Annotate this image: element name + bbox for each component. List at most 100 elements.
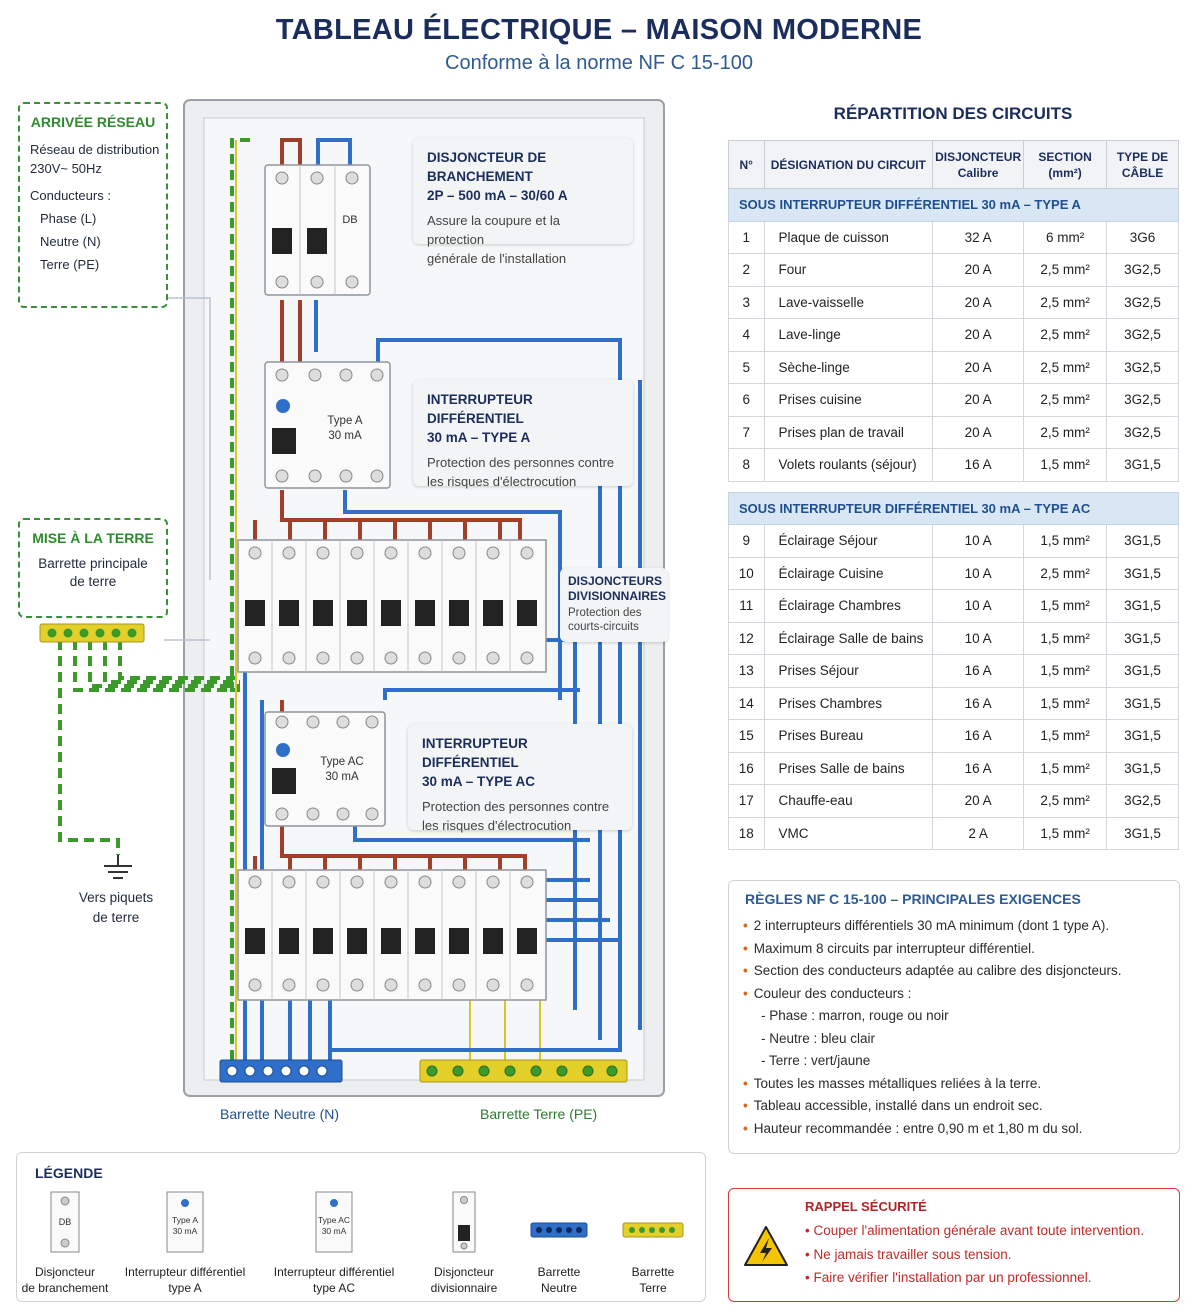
rule-item: •Toutes les masses métalliques reliées à… (743, 1073, 1179, 1096)
breakers-row-ac (237, 869, 547, 1001)
cell-calibre: 20 A (932, 350, 1025, 384)
cell-num: 1 (728, 220, 765, 254)
rule-text: Tableau accessible, installé dans un end… (753, 1098, 1043, 1113)
rule-text: Toutes les masses métalliques reliées à … (753, 1075, 1042, 1091)
cell-section: 2,5 mm² (1023, 253, 1108, 287)
callout-diff-ac-desc1: Protection des personnes contre (422, 799, 610, 814)
cell-designation: Éclairage Salle de bains (763, 621, 934, 655)
callout-divisionnaires: DISJONCTEURS DIVISIONNAIRES Protection d… (560, 568, 668, 642)
cell-calibre: 16 A (932, 654, 1025, 688)
terre-label: Terre (PE) (40, 257, 100, 272)
cell-designation: Éclairage Chambres (763, 589, 934, 623)
cell-calibre: 16 A (932, 751, 1025, 785)
cell-calibre: 20 A (932, 415, 1025, 449)
cell-calibre: 20 A (932, 285, 1025, 319)
group-label: SOUS INTERRUPTEUR DIFFÉRENTIEL 30 mA – T… (728, 491, 1179, 525)
rule-item: - Phase : marron, rouge ou noir (743, 1005, 1179, 1028)
cell-section: 1,5 mm² (1023, 621, 1108, 655)
rule-text: Maximum 8 circuits par interrupteur diff… (753, 940, 1035, 956)
cell-section: 2,5 mm² (1023, 350, 1108, 384)
cell-cable: 3G1,5 (1106, 719, 1179, 753)
main-breaker-label: DB (342, 214, 357, 226)
piquets-label: Vers piquets de terre (60, 888, 172, 928)
callout-branchement-desc2: générale de l'installation (427, 251, 567, 266)
cell-designation: Sèche-linge (763, 350, 934, 384)
cell-calibre: 32 A (932, 220, 1025, 254)
cell-section: 1,5 mm² (1023, 524, 1108, 558)
legend-title: LÉGENDE (35, 1165, 103, 1181)
rule-item: - Neutre : bleu clair (743, 1028, 1179, 1051)
cell-section: 1,5 mm² (1023, 448, 1108, 482)
cell-cable: 3G1,5 (1106, 816, 1179, 850)
bullet-icon: • (743, 1098, 748, 1113)
phase-label: Phase (L) (40, 211, 97, 226)
legend-label-5b: Neutre (540, 1281, 578, 1295)
rule-text: Couleur des conducteurs : (753, 985, 912, 1001)
cell-calibre: 20 A (932, 383, 1025, 417)
legend-item-earth-bar: Barrette Terre (583, 1191, 723, 1296)
arrivee-line1: Réseau de distribution (30, 142, 160, 157)
group-label: SOUS INTERRUPTEUR DIFFÉRENTIEL 30 mA – T… (728, 188, 1179, 222)
breakers-row-a (237, 539, 547, 673)
bullet-icon: • (743, 1120, 748, 1136)
neutral-bar-label: Barrette Neutre (N) (220, 1106, 340, 1122)
cell-section: 2,5 mm² (1023, 318, 1108, 352)
callout-branchement-desc1: Assure la coupure et la protection (427, 213, 560, 247)
legend-label-4b: divisionnaire (430, 1281, 498, 1295)
diff-a-label2: 30 mA (328, 430, 362, 442)
differential-ac (264, 711, 386, 827)
safety-item: • Faire vérifier l'installation par un p… (805, 1270, 1092, 1285)
terre-box-title: MISE À LA TERRE (32, 530, 154, 546)
arrivee-line2: 230V~ 50Hz (30, 161, 102, 176)
cell-num: 17 (728, 784, 765, 818)
cell-cable: 3G1,5 (1106, 654, 1179, 688)
rule-item: - Terre : vert/jaune (743, 1050, 1179, 1073)
cell-num: 7 (728, 415, 765, 449)
legend-db-label: DB (59, 1217, 72, 1227)
bullet-icon: • (743, 940, 748, 956)
legend-label-1b: de branchement (21, 1281, 109, 1295)
cell-num: 5 (728, 350, 765, 384)
rules-box: RÈGLES NF C 15-100 – PRINCIPALES EXIGENC… (728, 880, 1180, 1154)
callout-div-desc2: courts-circuits (568, 621, 639, 633)
legend-item-neutral-bar: Barrette Neutre (489, 1191, 629, 1296)
callout-branchement-title2: 2P – 500 mA – 30/60 A (427, 188, 568, 203)
breaker-icon (452, 1191, 476, 1253)
earth-wires-yellow (235, 140, 541, 1070)
piquets-line1: Vers piquets (78, 890, 154, 905)
callout-diff-a-desc1: Protection des personnes contre (427, 455, 615, 470)
rules-title: RÈGLES NF C 15-100 – PRINCIPALES EXIGENC… (745, 891, 1081, 907)
cell-section: 2,5 mm² (1023, 383, 1108, 417)
bullet-icon: • (743, 985, 748, 1001)
cell-num: 3 (728, 285, 765, 319)
arrivee-title: ARRIVÉE RÉSEAU (30, 114, 156, 130)
cell-designation: Prises Bureau (763, 719, 934, 753)
legend-type-a-2: 30 mA (173, 1226, 198, 1236)
rule-text: - Phase : marron, rouge ou noir (761, 1008, 949, 1023)
cell-section: 6 mm² (1023, 220, 1108, 254)
cell-designation: Éclairage Séjour (763, 524, 934, 558)
legend-label-4a: Disjoncteur (433, 1265, 495, 1279)
cell-num: 14 (728, 686, 765, 720)
rule-item: •Hauteur recommandée : entre 0,90 m et 1… (743, 1118, 1179, 1141)
cell-section: 1,5 mm² (1023, 654, 1108, 688)
cell-section: 2,5 mm² (1023, 556, 1108, 590)
cell-designation: Éclairage Cuisine (763, 556, 934, 590)
cell-calibre: 10 A (932, 524, 1025, 558)
cell-designation: Volets roulants (séjour) (763, 448, 934, 482)
legend-label-2b: type A (168, 1281, 202, 1295)
rule-text: - Neutre : bleu clair (761, 1030, 876, 1046)
cell-cable: 3G1,5 (1106, 686, 1179, 720)
cell-calibre: 20 A (932, 784, 1025, 818)
neutre-label: Neutre (N) (40, 234, 101, 249)
cell-cable: 3G1,5 (1106, 589, 1179, 623)
table-group-header: SOUS INTERRUPTEUR DIFFÉRENTIEL 30 mA – T… (728, 188, 1179, 222)
